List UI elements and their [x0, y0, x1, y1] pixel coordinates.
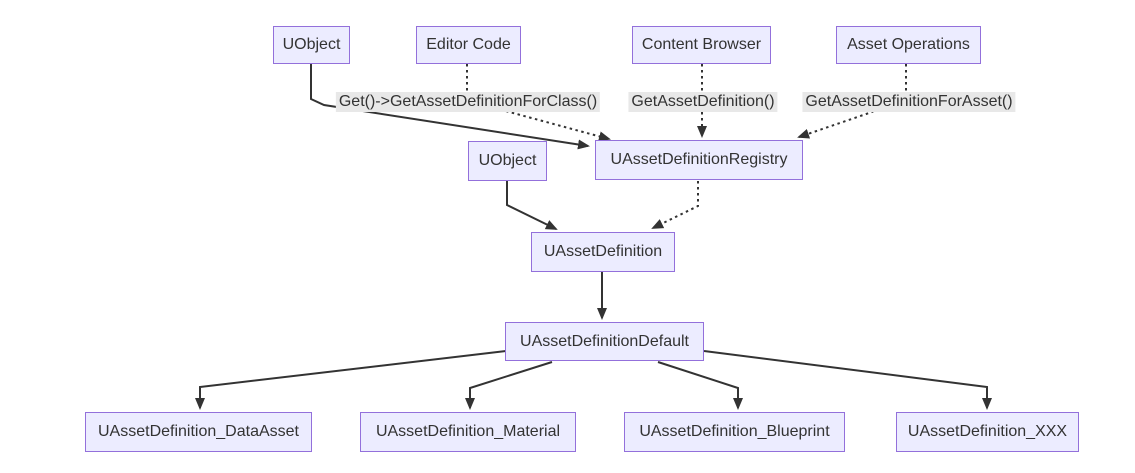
edge-default-to-dataasset	[195, 350, 507, 410]
node-uassetdefinition-material: UAssetDefinition_Material	[360, 412, 576, 452]
node-uassetdefinitiondefault: UAssetDefinitionDefault	[505, 322, 704, 361]
edge-registry-to-uassetdefinition	[651, 181, 699, 229]
node-editor-code: Editor Code	[416, 26, 521, 64]
node-asset-operations: Asset Operations	[836, 26, 981, 64]
node-uassetdefinition-xxx: UAssetDefinition_XXX	[896, 412, 1079, 452]
node-uobject-top: UObject	[273, 26, 350, 64]
node-uobject-mid: UObject	[468, 141, 547, 181]
node-uassetdefinition-blueprint: UAssetDefinition_Blueprint	[624, 412, 845, 452]
edge-uobject-mid-to-uassetdefinition	[506, 181, 558, 230]
edge-uobject-top-to-registry	[310, 64, 590, 150]
edge-default-to-material	[465, 361, 553, 410]
edge-label-get-for-class: Get()->GetAssetDefinitionForClass()	[335, 92, 601, 112]
edge-label-get-for-asset: GetAssetDefinitionForAsset()	[802, 92, 1016, 112]
edge-default-to-blueprint	[657, 361, 743, 410]
edge-label-get-asset-definition: GetAssetDefinition()	[628, 92, 778, 112]
node-uassetdefinitionregistry: UAssetDefinitionRegistry	[595, 140, 803, 180]
node-content-browser: Content Browser	[632, 26, 771, 64]
edge-default-to-xxx	[703, 350, 992, 410]
node-uassetdefinition: UAssetDefinition	[531, 232, 675, 272]
node-uassetdefinition-dataasset: UAssetDefinition_DataAsset	[85, 412, 312, 452]
